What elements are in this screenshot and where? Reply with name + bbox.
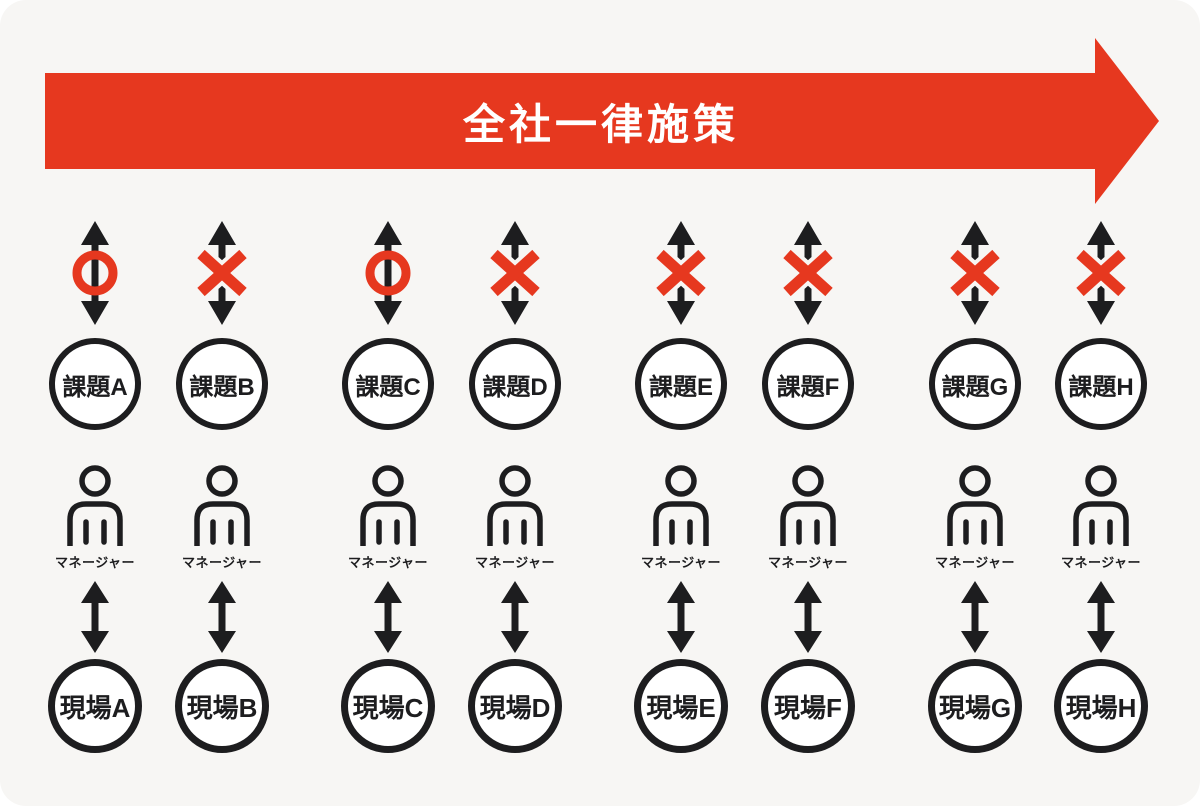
up-arrow-icon (81, 221, 109, 245)
column-e: 課題E マネージャー 現場E (615, 0, 747, 806)
manager-block: マネージャー (449, 464, 581, 571)
manager-label: マネージャー (1060, 555, 1142, 570)
down-arrow-icon (208, 301, 236, 325)
site-flow-arrow (501, 581, 529, 653)
down-arrow-icon (1087, 301, 1115, 325)
issue-circle: 課題H (1055, 338, 1147, 430)
cross-blocked-icon (780, 246, 836, 300)
cross-blocked-icon (1073, 246, 1129, 300)
issue-circle: 課題A (49, 338, 141, 430)
down-arrow-icon (794, 301, 822, 325)
company-policy-arrow: 全社一律施策 (45, 38, 1159, 204)
arrow-bar (45, 73, 1095, 169)
site-flow-arrow (81, 581, 109, 653)
site-circle: 現場G (928, 659, 1022, 753)
person-icon (67, 465, 123, 546)
issue-flow-arrow (485, 221, 545, 325)
issue-flow-arrow (65, 221, 125, 325)
issue-circle: 課題D (469, 338, 561, 430)
circle-ok-icon (365, 250, 411, 296)
manager-block: マネージャー (615, 464, 747, 571)
issue-flow-arrow (358, 221, 418, 325)
issue-flow-arrow (192, 221, 252, 325)
site-circle: 現場B (175, 659, 269, 753)
circle-ok-icon (72, 250, 118, 296)
site-flow-arrow (961, 581, 989, 653)
up-arrow-icon (1087, 221, 1115, 245)
site-flow-arrow (667, 581, 695, 653)
issue-circle: 課題G (929, 338, 1021, 430)
column-h: 課題H マネージャー 現場H (1035, 0, 1167, 806)
cross-blocked-icon (653, 246, 709, 300)
manager-block: マネージャー (156, 464, 288, 571)
person-icon (780, 465, 836, 546)
site-circle: 現場C (341, 659, 435, 753)
issue-flow-arrow (1071, 221, 1131, 325)
issue-circle: 課題F (762, 338, 854, 430)
person-icon (487, 465, 543, 546)
site-flow-arrow (208, 581, 236, 653)
column-f: 課題F マネージャー 現場F (742, 0, 874, 806)
arrow-head (1095, 38, 1159, 204)
down-arrow-icon (374, 301, 402, 325)
issue-circle: 課題E (635, 338, 727, 430)
issue-circle: 課題C (342, 338, 434, 430)
up-arrow-icon (501, 221, 529, 245)
manager-block: マネージャー (909, 464, 1041, 571)
up-arrow-icon (374, 221, 402, 245)
down-arrow-icon (81, 301, 109, 325)
person-icon (194, 465, 250, 546)
site-circle: 現場F (761, 659, 855, 753)
site-flow-arrow (374, 581, 402, 653)
manager-block: マネージャー (29, 464, 161, 571)
manager-block: マネージャー (1035, 464, 1167, 571)
manager-block: マネージャー (742, 464, 874, 571)
down-arrow-icon (961, 301, 989, 325)
issue-flow-arrow (778, 221, 838, 325)
up-arrow-icon (794, 221, 822, 245)
person-icon (360, 465, 416, 546)
issue-circle: 課題B (176, 338, 268, 430)
up-arrow-icon (208, 221, 236, 245)
manager-label: マネージャー (474, 555, 556, 570)
issue-flow-arrow (651, 221, 711, 325)
banner-title: 全社一律施策 (462, 100, 739, 148)
person-icon (1073, 465, 1129, 546)
site-flow-arrow (1087, 581, 1115, 653)
person-icon (947, 465, 1003, 546)
site-flow-arrow (794, 581, 822, 653)
manager-label: マネージャー (181, 555, 263, 570)
manager-label: マネージャー (767, 555, 849, 570)
up-arrow-icon (667, 221, 695, 245)
manager-label: マネージャー (54, 555, 136, 570)
site-circle: 現場E (634, 659, 728, 753)
site-circle: 現場H (1054, 659, 1148, 753)
cross-blocked-icon (947, 246, 1003, 300)
column-d: 課題D マネージャー 現場D (449, 0, 581, 806)
cross-blocked-icon (487, 246, 543, 300)
column-a: 課題A マネージャー 現場A (29, 0, 161, 806)
down-arrow-icon (667, 301, 695, 325)
up-arrow-icon (961, 221, 989, 245)
manager-label: マネージャー (640, 555, 722, 570)
manager-label: マネージャー (934, 555, 1016, 570)
site-circle: 現場D (468, 659, 562, 753)
site-circle: 現場A (48, 659, 142, 753)
cross-blocked-icon (194, 246, 250, 300)
manager-block: マネージャー (322, 464, 454, 571)
column-g: 課題G マネージャー 現場G (909, 0, 1041, 806)
down-arrow-icon (501, 301, 529, 325)
person-icon (653, 465, 709, 546)
issue-flow-arrow (945, 221, 1005, 325)
column-b: 課題B マネージャー 現場B (156, 0, 288, 806)
column-c: 課題C マネージャー 現場C (322, 0, 454, 806)
manager-label: マネージャー (347, 555, 429, 570)
